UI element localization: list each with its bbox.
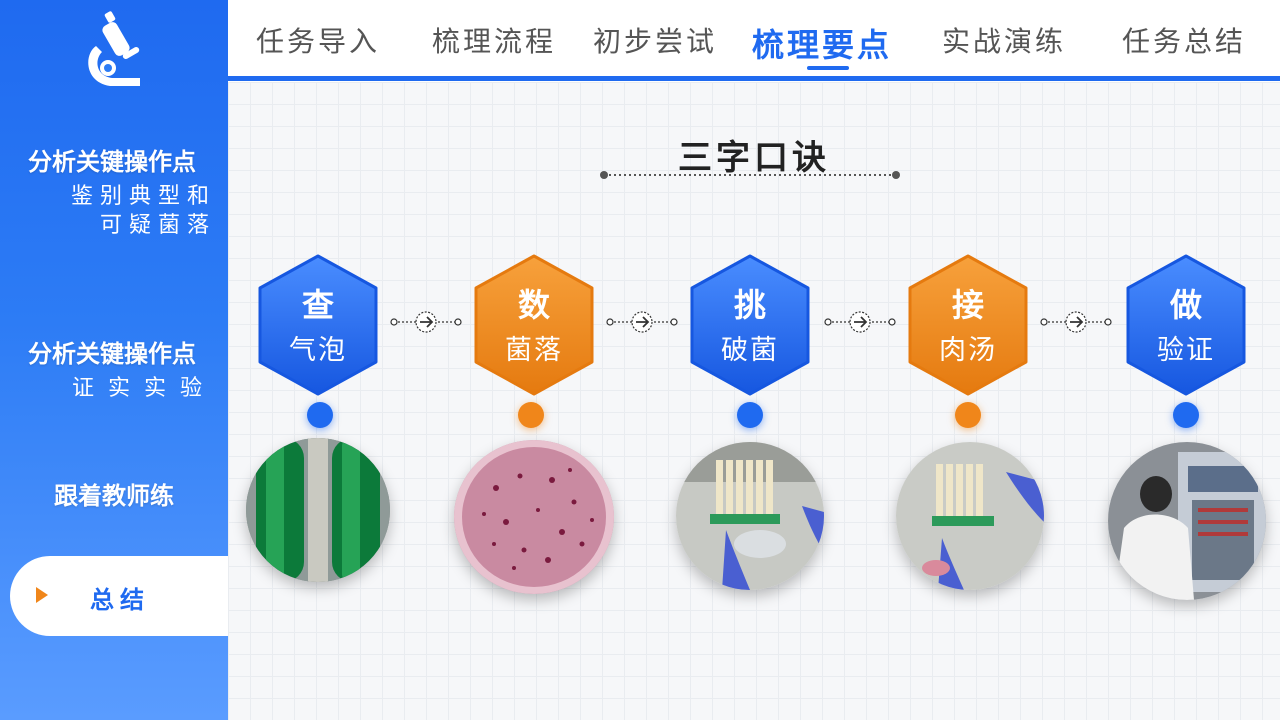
sidebar-item-sub: 鉴别典型和 [70, 184, 216, 209]
step-marker [1173, 402, 1199, 428]
microscope-icon [88, 11, 140, 86]
step-label: 破菌 [721, 335, 779, 366]
photo-inoculate-broth [896, 442, 1044, 590]
sidebar-item-confirm[interactable]: 分析关键操作点 [28, 334, 196, 369]
step-keyword: 查 [301, 286, 334, 324]
step-label: 菌落 [505, 335, 563, 366]
sidebar-item-sub: 证实实验 [71, 376, 216, 401]
step-keyword: 数 [517, 286, 550, 324]
step-check-bubbles: 查 气泡 [254, 252, 382, 398]
title-divider [600, 171, 900, 179]
arrow-right-icon [824, 311, 896, 333]
arrow-right-icon [606, 311, 678, 333]
photo-gas-bubble-tubes [246, 438, 390, 582]
nav-divider [228, 76, 1280, 81]
sidebar-item-title: 分析关键操作点 [28, 340, 196, 368]
arrow-right-icon [390, 311, 462, 333]
step-marker [955, 402, 981, 428]
arrow-right-icon [1040, 311, 1112, 333]
main-content: 三字口诀 查 气泡 数 菌落 挑 破菌 接 [228, 82, 1280, 720]
step-label: 气泡 [289, 335, 347, 366]
sidebar-item-identify-sub: 鉴别典型和 可疑菌落 [56, 182, 216, 240]
step-count-colonies: 数 菌落 [470, 252, 598, 398]
tab-key-points[interactable]: 梳理要点 [752, 26, 893, 64]
photo-pick-colony [676, 442, 824, 590]
active-tab-indicator [807, 66, 849, 70]
sidebar-item-label: 总结 [90, 586, 150, 614]
photo-petri-dish-colonies [454, 440, 614, 594]
step-label: 肉汤 [939, 335, 997, 366]
sidebar-item-title: 分析关键操作点 [28, 148, 196, 176]
top-navigation: 任务导入 梳理流程 初步尝试 梳理要点 实战演练 任务总结 [228, 0, 1280, 82]
step-keyword: 接 [951, 286, 984, 324]
tab-task-summary[interactable]: 任务总结 [1122, 25, 1247, 58]
step-keyword: 挑 [733, 286, 766, 324]
step-verify: 做 验证 [1122, 252, 1250, 398]
sidebar-item-summary[interactable]: 总结 [10, 556, 228, 636]
step-marker [307, 402, 333, 428]
photo-verification-incubator [1108, 442, 1266, 600]
sidebar-item-title: 跟着教师练 [54, 482, 174, 510]
sidebar-item-identify[interactable]: 分析关键操作点 [28, 142, 196, 177]
step-marker [518, 402, 544, 428]
step-pick-colonies: 挑 破菌 [686, 252, 814, 398]
sidebar-item-confirm-sub: 证实实验 [56, 374, 216, 403]
tab-task-intro[interactable]: 任务导入 [256, 25, 381, 58]
sidebar-item-practice[interactable]: 跟着教师练 [54, 476, 174, 511]
tab-practice[interactable]: 实战演练 [942, 25, 1067, 58]
sidebar: 分析关键操作点 鉴别典型和 可疑菌落 分析关键操作点 证实实验 跟着教师练 总结 [0, 0, 228, 720]
step-keyword: 做 [1169, 286, 1202, 324]
sidebar-item-sub: 可疑菌落 [99, 213, 216, 238]
page-title: 三字口诀 [678, 138, 830, 178]
step-marker [737, 402, 763, 428]
step-label: 验证 [1157, 335, 1215, 366]
play-triangle-icon [36, 587, 48, 603]
tab-process[interactable]: 梳理流程 [432, 25, 557, 58]
step-inoculate-broth: 接 肉汤 [904, 252, 1032, 398]
tab-first-try[interactable]: 初步尝试 [593, 25, 718, 58]
